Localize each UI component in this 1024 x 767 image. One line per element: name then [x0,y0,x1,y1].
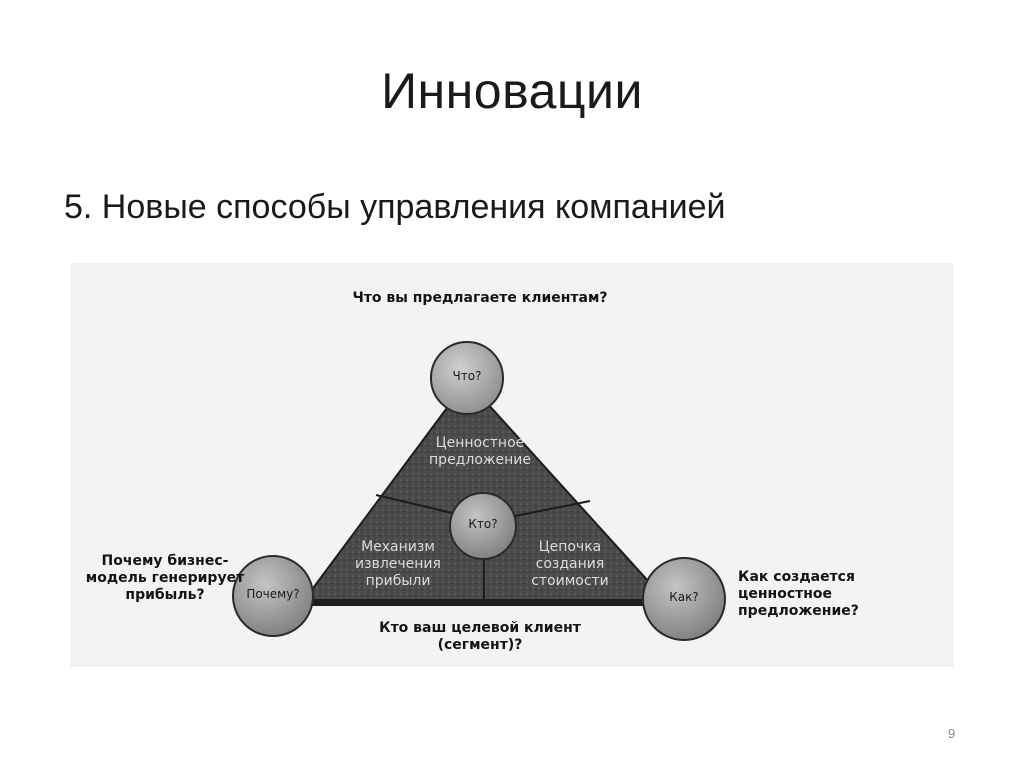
question-right: Как создается ценностное предложение? [738,569,859,619]
sector-top-label: Ценностное предложение [429,435,531,468]
business-model-triangle-diagram: Что вы предлагаете клиентам? Почему бизн… [70,263,954,667]
diagram-graphics [232,341,726,641]
divider-right [514,500,591,517]
triangle-base [288,599,684,606]
question-left: Почему бизнес-модель генерирует прибыль? [85,553,245,603]
slide-title: Инновации [381,63,643,119]
node-center-circle [449,492,517,560]
node-left-label: Почему? [246,587,300,601]
question-bottom: Кто ваш целевой клиент (сегмент)? [379,620,581,653]
node-right-label: Как? [669,590,699,604]
sector-left-label: Механизм извлечения прибыли [355,539,441,589]
node-center-label: Кто? [468,517,498,531]
node-top-circle [430,341,504,415]
sector-right-label: Цепочка создания стоимости [531,539,609,589]
divider-left [375,494,466,517]
node-right-circle [642,557,726,641]
question-top: Что вы предлагаете клиентам? [352,290,608,306]
page-number: 9 [948,726,956,741]
node-left-circle [232,555,314,637]
node-top-label: Что? [452,369,482,383]
slide-subtitle: 5. Новые способы управления компанией [64,188,726,226]
